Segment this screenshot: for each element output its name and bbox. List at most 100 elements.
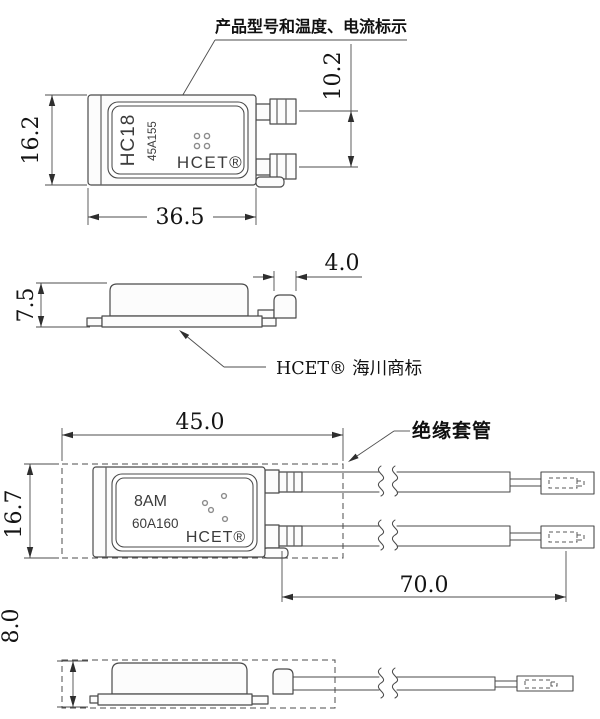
terminal-step	[264, 524, 280, 549]
model-marking: 8AM	[134, 493, 167, 510]
arrowhead-icon	[48, 95, 56, 106]
arrowhead-icon	[332, 431, 343, 439]
device-body: 8AM 60A160 HCET®	[92, 466, 266, 558]
view-leaded-top: 8AM 60A160 HCET® 45.0 16.7	[2, 410, 595, 602]
view-leaded-side: 8.0	[0, 609, 574, 709]
sleeve-callout: 绝缘套管	[348, 419, 492, 462]
lead-terminal	[516, 675, 574, 692]
left-tab	[89, 695, 99, 704]
terminal-width-dim-text: 4.0	[325, 251, 360, 276]
insulation-sleeve-outline	[61, 463, 344, 559]
arrowhead-icon	[69, 696, 77, 707]
terminal-connector	[269, 153, 297, 180]
device-body: HC18 45A155 HCET®	[87, 94, 257, 186]
leaded-height-dimension: 16.7	[2, 463, 59, 559]
view-side: 7.5 4.0 HCET® 海川商标	[14, 251, 422, 379]
trademark-callout-label: HCET® 海川商标	[276, 359, 422, 379]
lead-length-dimension: 70.0	[281, 551, 567, 602]
arrowhead-icon	[555, 593, 566, 601]
label-plate	[111, 473, 258, 552]
side-height-dimension: 7.5	[14, 282, 107, 328]
arrowhead-icon	[282, 593, 293, 601]
terminal-bottom-right	[255, 153, 297, 180]
callout-leader-line	[179, 39, 216, 101]
arrowhead-icon	[245, 213, 256, 221]
sleeve-width-dim-text: 45.0	[176, 410, 225, 435]
right-tab	[261, 317, 277, 327]
terminal-upright	[273, 294, 297, 319]
weld-dots	[201, 492, 229, 523]
arrowhead-icon	[37, 283, 45, 294]
mount-tab	[255, 176, 285, 188]
break-mark	[377, 667, 385, 699]
weld-dots	[193, 132, 211, 150]
arrowhead-icon	[296, 273, 307, 281]
sleeve-width-dimension: 45.0	[61, 410, 344, 461]
marking-callout-label: 产品型号和温度、电流标示	[215, 17, 407, 36]
lead	[292, 667, 574, 699]
arrowhead-icon	[347, 156, 355, 167]
terminal-upright	[272, 668, 294, 695]
width-dim-text: 36.5	[156, 205, 205, 230]
leader-arrowhead-icon	[179, 330, 190, 340]
terminal-step	[264, 469, 280, 494]
terminal-top-right	[264, 469, 303, 494]
right-tab	[251, 695, 269, 705]
trademark-callout: HCET® 海川商标	[179, 330, 422, 379]
label-plate-inner	[111, 105, 245, 175]
lead-length-dim-text: 70.0	[400, 573, 449, 598]
terminal-crimp	[278, 525, 303, 547]
left-tab	[86, 317, 103, 327]
arrowhead-icon	[69, 661, 77, 672]
terminal-pitch-dimension: 10.2	[299, 44, 358, 168]
leader-arrowhead-icon	[348, 453, 359, 462]
arrowhead-icon	[26, 464, 34, 475]
base-plate	[97, 693, 253, 706]
lead-top	[301, 465, 595, 497]
break-mark	[377, 465, 385, 497]
arrowhead-icon	[62, 431, 73, 439]
arrowhead-icon	[347, 111, 355, 122]
break-mark	[391, 519, 399, 551]
arrowhead-icon	[37, 316, 45, 327]
terminal-step	[255, 103, 271, 121]
lead-terminal	[540, 525, 595, 549]
terminal-connector	[269, 98, 297, 125]
arrowhead-icon	[263, 273, 274, 281]
terminal-top-right	[255, 98, 297, 125]
base-plate	[101, 315, 263, 328]
label-plate	[107, 101, 249, 179]
terminal-width-dimension: 4.0	[253, 251, 362, 291]
rating-marking: 45A155	[147, 121, 159, 161]
height-dimension: 16.2	[19, 94, 87, 186]
view-top: 产品型号和温度、电流标示 HC18 45A155	[19, 17, 407, 230]
terminal-step	[255, 158, 271, 176]
break-mark	[391, 465, 399, 497]
cap	[109, 283, 249, 317]
terminal-bottom-right	[264, 524, 303, 549]
model-marking: HC18	[118, 114, 139, 167]
arrowhead-icon	[88, 213, 99, 221]
leaded-side-height-dimension: 8.0	[0, 609, 88, 708]
terminal-crimp	[278, 471, 303, 493]
side-height-dim-text: 7.5	[14, 288, 39, 323]
mount-tab	[262, 547, 289, 559]
arrowhead-icon	[26, 547, 34, 558]
brand-marking: HCET®	[177, 153, 243, 172]
width-dimension: 36.5	[87, 188, 257, 230]
cap	[111, 662, 248, 695]
leaded-side-height-dim-text: 8.0	[0, 609, 24, 644]
brand-marking: HCET®	[186, 529, 246, 546]
label-plate-inner	[115, 477, 254, 548]
break-mark	[391, 667, 399, 699]
lead-bottom	[301, 519, 595, 551]
sleeve-callout-label: 绝缘套管	[412, 419, 492, 442]
lead-terminal	[540, 471, 595, 495]
arrowhead-icon	[48, 174, 56, 185]
terminal-pitch-dim-text: 10.2	[321, 52, 346, 101]
height-dim-text: 16.2	[19, 116, 44, 165]
rating-marking: 60A160	[132, 516, 179, 531]
leaded-height-dim-text: 16.7	[2, 490, 27, 539]
